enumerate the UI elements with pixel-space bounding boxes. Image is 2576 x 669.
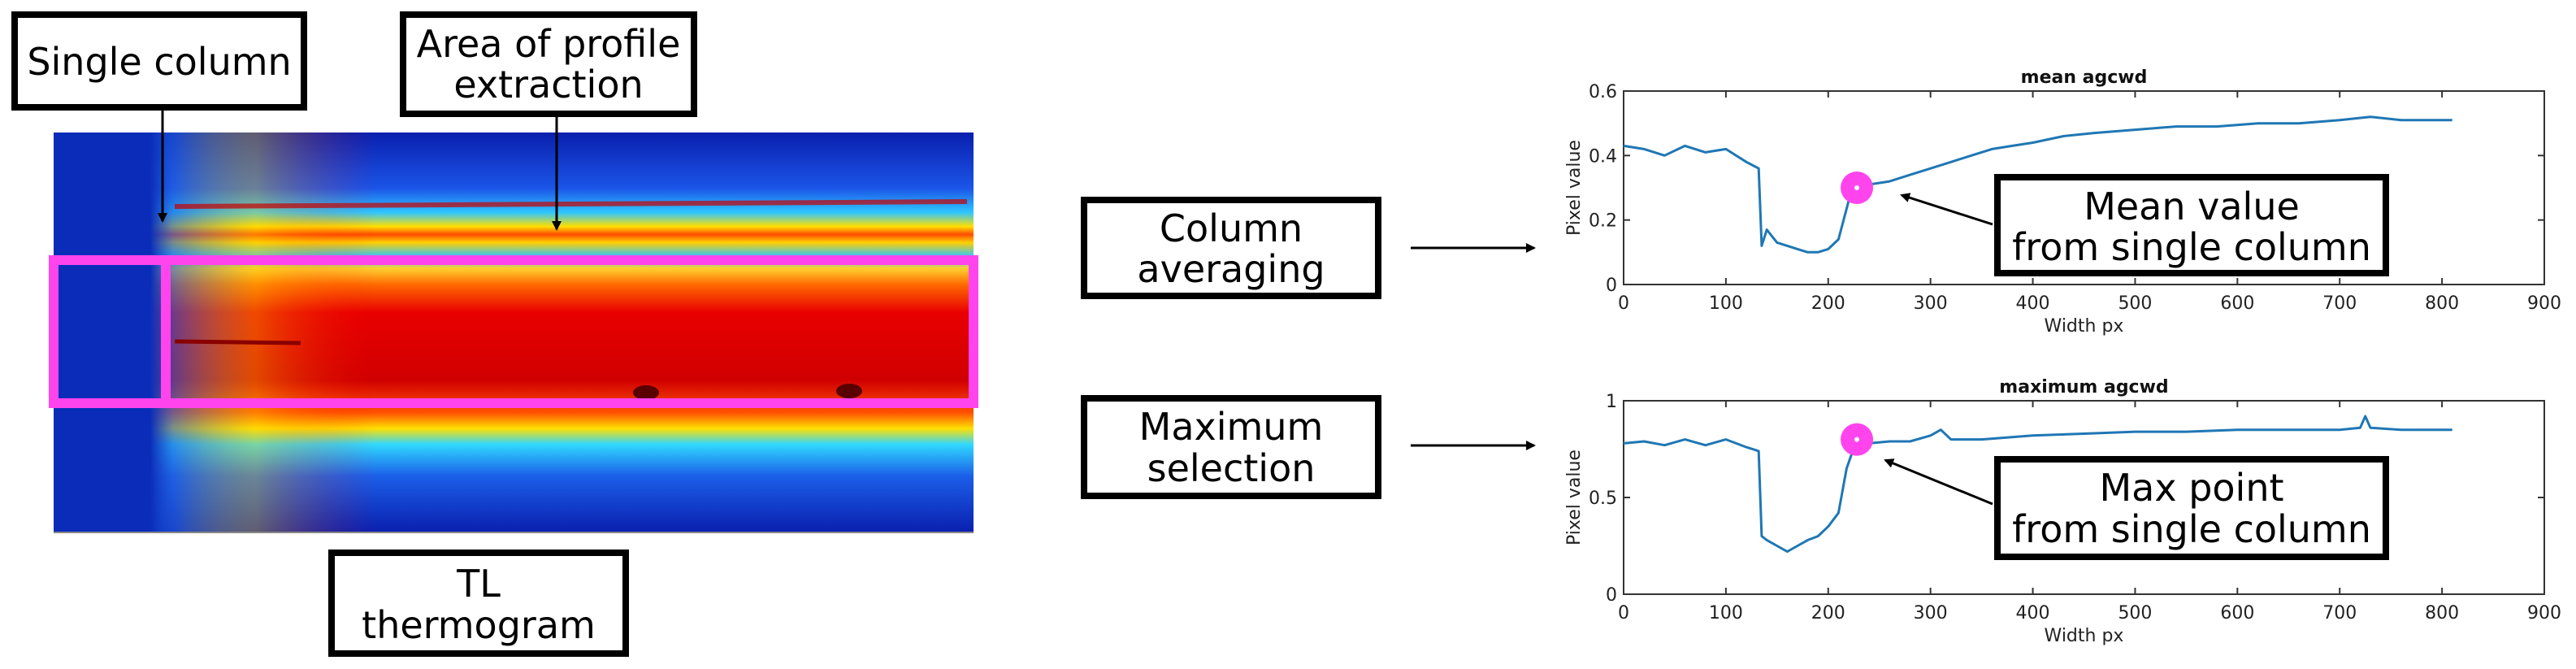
x-tick-label: 0: [1618, 293, 1629, 314]
col-avg-line-1: Column: [1160, 206, 1303, 250]
x-tick-label: 100: [1709, 603, 1743, 623]
x-tick-label: 100: [1709, 293, 1743, 314]
max-point-note: Max point from single column: [1884, 456, 2389, 560]
area-extraction-label: Area of profile extraction: [400, 11, 697, 117]
tl-line-1: TL: [456, 562, 501, 606]
y-tick-label: 0.2: [1589, 211, 1617, 232]
x-tick-label: 800: [2425, 293, 2459, 314]
tl-thermogram-image: [54, 132, 974, 533]
chart-title: mean agcwd: [2021, 67, 2148, 88]
x-tick-label: 900: [2527, 603, 2561, 623]
y-axis-label: Pixel value: [1564, 140, 1585, 236]
mean-value-note: Mean value from single column: [1900, 174, 2389, 276]
col-avg-line-2: averaging: [1137, 247, 1325, 291]
x-tick-label: 400: [2016, 603, 2050, 623]
maximum-selection-label: Maximum selection: [1081, 395, 1381, 499]
chart-title: maximum agcwd: [1999, 377, 2168, 397]
max-note-line-2: from single column: [2012, 507, 2371, 551]
y-tick-label: 0: [1606, 276, 1617, 296]
x-tick-label: 500: [2118, 293, 2152, 314]
x-axis-label: Width px: [2045, 316, 2124, 337]
y-tick-label: 0: [1606, 585, 1617, 606]
series-line: [1623, 115, 2452, 254]
x-tick-label: 600: [2220, 293, 2254, 314]
profile-extraction-box: [161, 255, 978, 408]
x-axis-label: Width px: [2045, 626, 2124, 646]
x-tick-label: 200: [1811, 293, 1845, 314]
max-sel-line-2: selection: [1147, 446, 1316, 490]
max-sel-line-1: Maximum: [1139, 405, 1324, 449]
x-tick-label: 800: [2425, 603, 2459, 623]
y-tick-label: 1: [1606, 392, 1617, 412]
max-note-line-1: Max point: [2099, 466, 2283, 510]
x-tick-label: 600: [2220, 603, 2254, 623]
highlight-point-center: [1854, 185, 1860, 190]
x-tick-label: 200: [1811, 603, 1845, 623]
max-note-arrow: [1884, 458, 1993, 506]
x-tick-label: 300: [1914, 293, 1948, 314]
tl-line-2: thermogram: [362, 603, 596, 647]
x-tick-label: 0: [1618, 603, 1629, 623]
x-tick-label: 400: [2016, 293, 2050, 314]
area-line-2: extraction: [453, 63, 643, 106]
column-averaging-label: Column averaging: [1081, 197, 1381, 299]
tl-thermogram-label: TL thermogram: [328, 550, 629, 657]
mean-note-arrow: [1900, 193, 1993, 226]
highlight-point-center: [1854, 437, 1860, 442]
x-tick-label: 500: [2118, 603, 2152, 623]
y-axis-label: Pixel value: [1564, 450, 1585, 545]
area-line-1: Area of profile: [417, 22, 681, 66]
y-tick-label: 0.5: [1589, 489, 1617, 509]
single-column-text: Single column: [27, 40, 291, 84]
x-tick-label: 900: [2527, 293, 2561, 314]
y-tick-label: 0.4: [1589, 146, 1617, 167]
mean-note-line-2: from single column: [2012, 225, 2371, 269]
y-tick-label: 0.6: [1589, 82, 1617, 102]
x-tick-label: 700: [2322, 293, 2357, 314]
x-tick-label: 300: [1914, 603, 1948, 623]
single-column-label: Single column: [11, 11, 307, 111]
x-tick-label: 700: [2322, 603, 2357, 623]
mean-note-line-1: Mean value: [2084, 185, 2300, 228]
